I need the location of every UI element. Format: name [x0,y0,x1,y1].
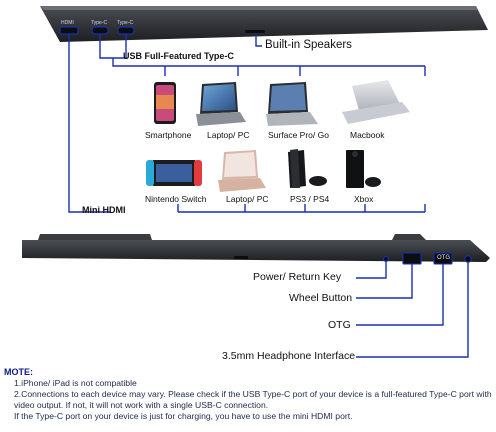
otg-port-text: OTG [437,255,450,261]
typec-port-2-label: Type-C [117,20,134,26]
mini-hdmi-label: Mini HDMI [82,205,126,215]
device-label-macbook: Macbook [350,130,385,140]
surface-image [266,82,318,126]
device-label-switch: Nintendo Switch [145,194,207,204]
hdmi-port-label: HDMI [61,20,74,26]
typec-port-1 [91,26,109,35]
device-label-laptop-2: Laptop/ PC [226,194,269,204]
device-label-laptop: Laptop/ PC [207,130,250,140]
otg-label: OTG [328,319,351,331]
usbc-label: USB Full-Featured Type-C [123,51,234,61]
typec-port-2 [117,26,135,35]
typec-port-1-label: Type-C [91,20,108,26]
headphone-jack [464,255,472,263]
note-3: If the Type-C port on your device is jus… [14,411,353,421]
device-label-xbox: Xbox [354,194,374,204]
device-label-smartphone: Smartphone [145,130,192,140]
device-label-ps: PS3 / PS4 [290,194,330,204]
speaker-grille [245,30,265,33]
nintendo-switch-image [146,160,202,186]
note-2: 2.Connections to each device may vary. P… [14,389,492,410]
notes-block: MOTE: 1.iPhone/ iPad is not compatible 2… [4,367,494,422]
smartphone-image [154,82,176,124]
note-1: 1.iPhone/ iPad is not compatible [14,378,137,388]
headphone-label: 3.5mm Headphone Interface [222,350,356,362]
speakers-label: Built-in Speakers [265,39,352,51]
laptop-pink-image [218,150,266,192]
power-key [383,256,389,262]
side-connector-lines [356,262,469,358]
hdmi-port [59,26,79,35]
xbox-image [346,150,381,188]
macbook-image [342,80,410,124]
top-connector-lines [68,34,426,213]
power-key-label: Power/ Return Key [253,271,342,283]
wheel-button [402,252,422,265]
laptop-image [196,82,246,126]
ps4-image [288,149,327,188]
monitor-top-edge [40,6,488,42]
monitor-side-edge [22,234,490,265]
wheel-button-label: Wheel Button [289,292,353,304]
device-label-surface: Surface Pro/ Go [268,130,329,140]
notes-title: MOTE: [4,367,33,377]
